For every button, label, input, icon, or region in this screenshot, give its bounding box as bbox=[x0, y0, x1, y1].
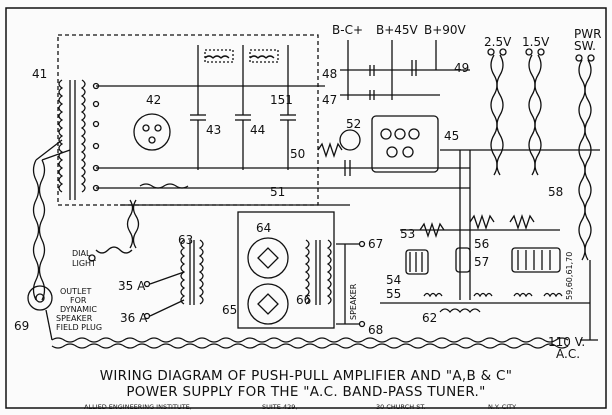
outlet-labels: OUTLET FOR DYNAMIC SPEAKER FIELD PLUG bbox=[56, 287, 102, 332]
terminal-sw: SW. bbox=[574, 39, 596, 53]
terminal-ac: A.C. bbox=[556, 347, 580, 361]
terminal-1-5v: 1.5V bbox=[522, 35, 550, 49]
footer-suite: SUITE 429, bbox=[262, 403, 298, 411]
twisted-leads bbox=[487, 48, 595, 261]
dial-label-2: LIGHT bbox=[72, 259, 96, 268]
footer-city: N.Y. CITY bbox=[488, 403, 517, 411]
label-65: 65 bbox=[222, 303, 237, 317]
svg-text:FOR: FOR bbox=[70, 296, 87, 305]
label-42: 42 bbox=[146, 93, 161, 107]
label-68: 68 bbox=[368, 323, 383, 337]
label-53: 53 bbox=[400, 227, 415, 241]
label-35a: 35 A bbox=[118, 279, 146, 293]
label-67: 67 bbox=[368, 237, 383, 251]
field-plug-outlet bbox=[27, 285, 53, 311]
part-number-labels: 41 42 43 44 151 45 48 47 49 50 51 52 53 … bbox=[14, 61, 563, 337]
coil-57 bbox=[455, 247, 471, 273]
label-55: 55 bbox=[386, 287, 401, 301]
label-56: 56 bbox=[474, 237, 489, 251]
label-64: 64 bbox=[256, 221, 271, 235]
border bbox=[5, 7, 607, 409]
svg-text:FIELD PLUG: FIELD PLUG bbox=[56, 323, 102, 332]
label-66: 66 bbox=[296, 293, 311, 307]
label-57: 57 bbox=[474, 255, 489, 269]
terminal-110v: 110 V. bbox=[548, 335, 585, 349]
resistor bbox=[317, 141, 343, 159]
terminal-bc: B-C+ bbox=[332, 23, 363, 37]
chassis-outline bbox=[57, 34, 319, 206]
dial-label-1: DIAL bbox=[72, 249, 91, 258]
speaker-label: SPEAKER bbox=[349, 283, 358, 320]
input-transformer bbox=[198, 239, 204, 305]
filter-capacitors bbox=[190, 45, 296, 170]
caption-line-1: WIRING DIAGRAM OF PUSH-PULL AMPLIFIER AN… bbox=[99, 368, 513, 384]
label-62: 62 bbox=[422, 311, 437, 325]
b-terminals bbox=[340, 40, 470, 100]
range-label: 59,60,61,70 bbox=[565, 252, 574, 300]
label-43: 43 bbox=[206, 123, 221, 137]
terminal-b90: B+90V bbox=[424, 23, 467, 37]
coil-54 bbox=[405, 249, 429, 275]
label-50: 50 bbox=[290, 147, 305, 161]
terminal-2-5v: 2.5V bbox=[484, 35, 512, 49]
tube-socket bbox=[371, 115, 439, 173]
label-54: 54 bbox=[386, 273, 401, 287]
label-45: 45 bbox=[444, 129, 459, 143]
label-69: 69 bbox=[14, 319, 29, 333]
power-transformer bbox=[58, 79, 100, 200]
volume-control bbox=[339, 129, 361, 151]
label-52: 52 bbox=[346, 117, 361, 131]
footer-org: ALLIED ENGINEERING INSTITUTE, bbox=[84, 403, 192, 411]
dial-light-leads bbox=[95, 246, 133, 254]
label-51: 51 bbox=[270, 185, 285, 199]
svg-text:DYNAMIC: DYNAMIC bbox=[60, 305, 97, 314]
caption-line-2: POWER SUPPLY FOR THE "A.C. BAND-PASS TUN… bbox=[126, 384, 486, 400]
output-tube-65 bbox=[247, 283, 289, 325]
mains-cable bbox=[51, 337, 569, 343]
label-63: 63 bbox=[178, 233, 193, 247]
svg-text:OUTLET: OUTLET bbox=[60, 287, 92, 296]
label-44: 44 bbox=[250, 123, 265, 137]
terminal-labels: B-C+ B+45V B+90V 2.5V 1.5V PWR SW. 110 V… bbox=[332, 23, 601, 361]
label-151: 151 bbox=[270, 93, 293, 107]
label-41: 41 bbox=[32, 67, 47, 81]
label-58: 58 bbox=[548, 185, 563, 199]
terminal-b45: B+45V bbox=[376, 23, 419, 37]
output-tube-64 bbox=[247, 237, 289, 279]
label-36a: 36 A bbox=[120, 311, 148, 325]
coil-bank bbox=[511, 247, 561, 273]
footer-street: 30 CHURCH ST. bbox=[376, 403, 426, 411]
label-49: 49 bbox=[454, 61, 469, 75]
output-transformer bbox=[304, 239, 310, 305]
label-48: 48 bbox=[322, 67, 337, 81]
rectifier-tube bbox=[133, 113, 171, 151]
label-47: 47 bbox=[322, 93, 337, 107]
terminal-pwr: PWR bbox=[574, 27, 601, 41]
field-cable bbox=[32, 159, 40, 301]
svg-text:SPEAKER: SPEAKER bbox=[56, 314, 93, 323]
